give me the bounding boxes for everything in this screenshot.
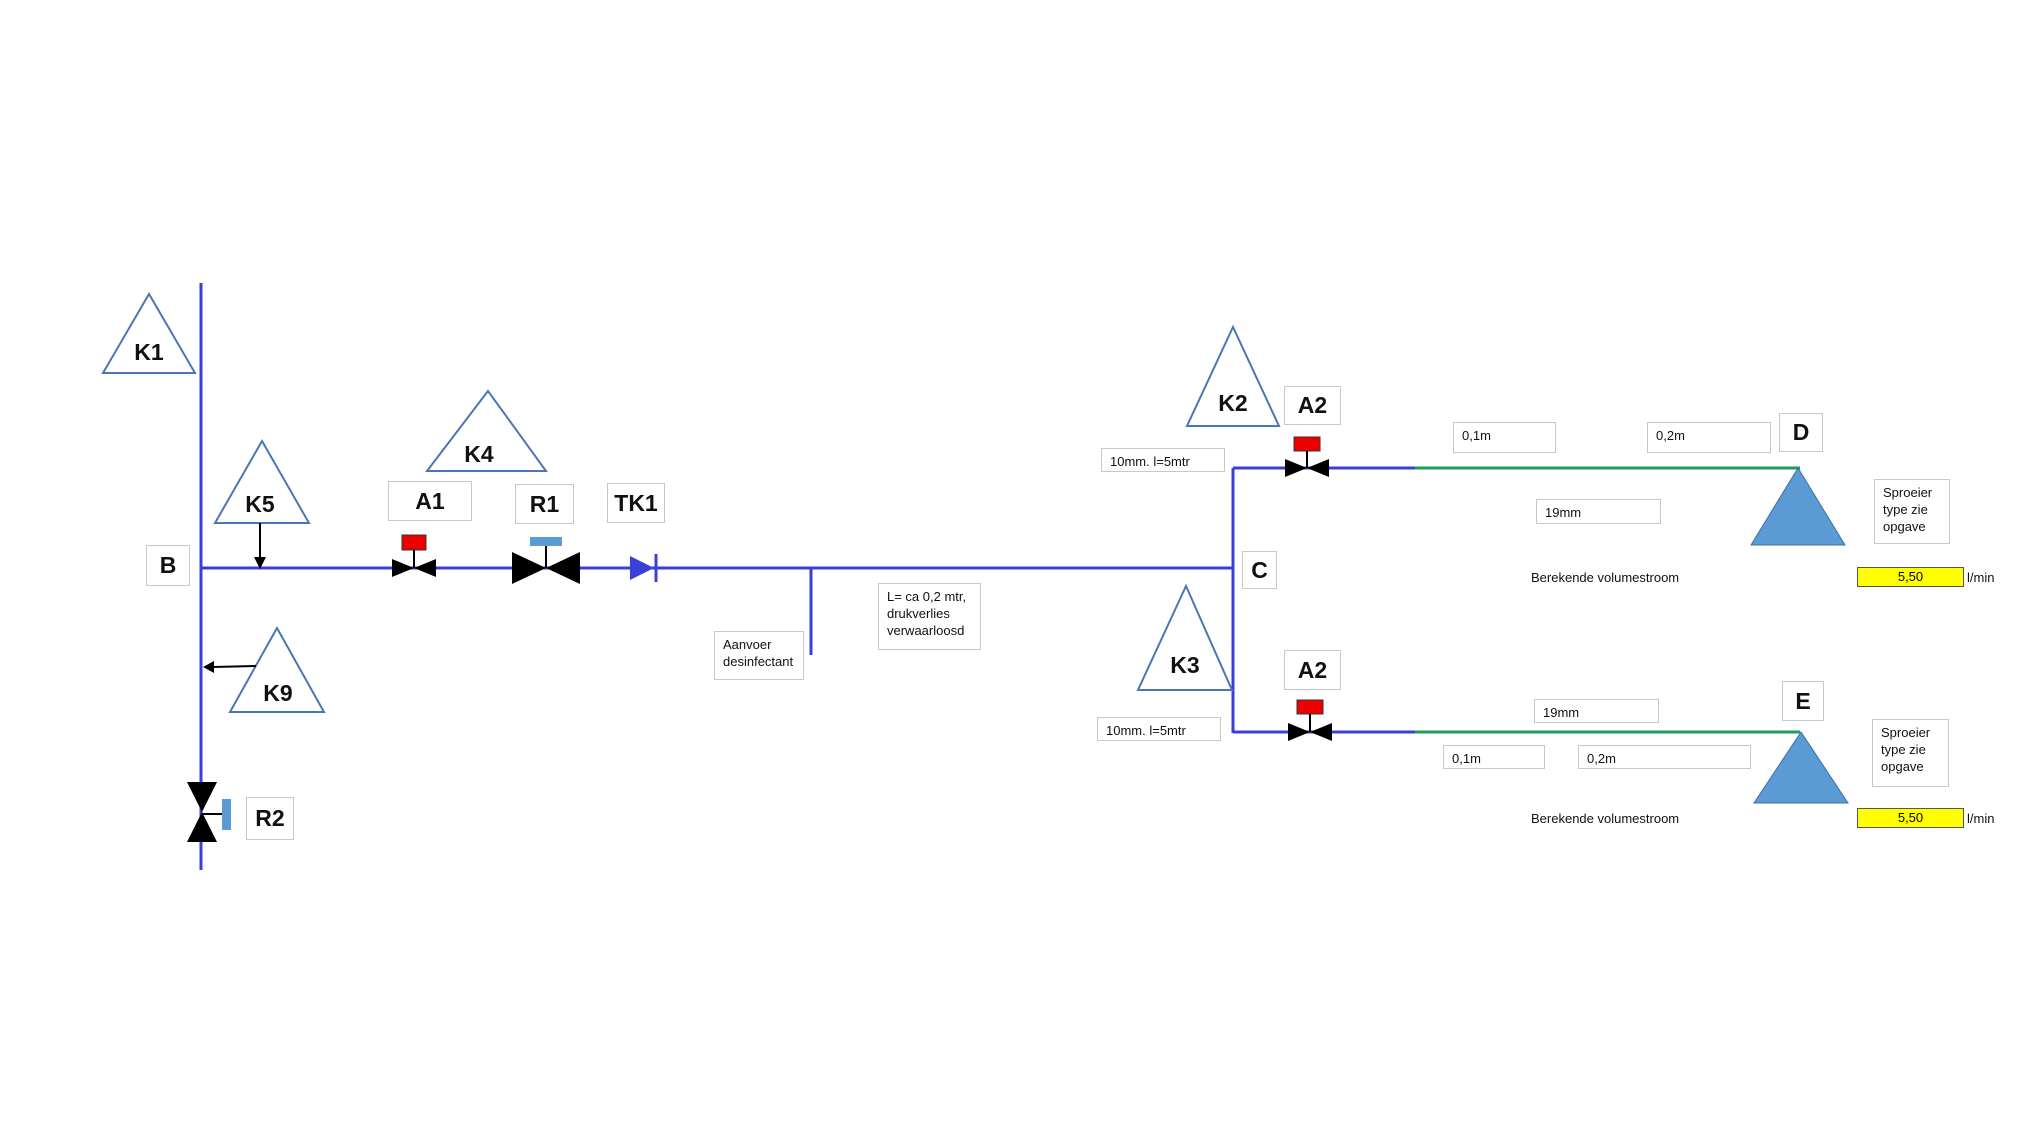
k3-label: K3 xyxy=(1170,652,1200,678)
k1-label: K1 xyxy=(134,339,164,365)
r1-valve-body xyxy=(512,552,546,584)
a2-top-label: A2 xyxy=(1284,386,1341,425)
flow-unit-top: l/min xyxy=(1967,570,1995,585)
triangle-k9 xyxy=(228,625,326,713)
a1-valve-body-right xyxy=(414,559,436,577)
triangle-k5 xyxy=(213,438,311,524)
disinfectant-supply-note: Aanvoer desinfectant xyxy=(714,631,804,680)
r2-valve-body xyxy=(187,782,217,812)
tk1-label: TK1 xyxy=(607,483,665,523)
k9-arrow-shaft xyxy=(212,665,257,668)
bottom-segment-2: 0,2m xyxy=(1578,745,1751,769)
pipe-length-note: L= ca 0,2 mtr, drukverlies verwaarloosd xyxy=(878,583,981,650)
bottom-segment-1: 0,1m xyxy=(1443,745,1545,769)
flow-value-top: 5,50 xyxy=(1857,567,1964,587)
sprayer-top-note: Sproeier type zie opgave xyxy=(1874,479,1950,544)
sprayer-bottom-note: Sproeier type zie opgave xyxy=(1872,719,1949,787)
node-c-label: C xyxy=(1242,551,1277,589)
top-pipe-spec: 10mm. l=5mtr xyxy=(1101,448,1225,472)
r2-label: R2 xyxy=(246,797,294,840)
node-d-label: D xyxy=(1779,413,1823,452)
tk1-check-valve xyxy=(630,556,654,580)
a2-top-valve-body-right xyxy=(1307,459,1329,477)
top-segment-1: 0,1m xyxy=(1453,422,1556,453)
r1-valve-handle xyxy=(530,537,562,546)
triangle-k4 xyxy=(424,389,548,472)
flow-label-top: Berekende volumestroom xyxy=(1531,570,1680,585)
r1-label: R1 xyxy=(515,484,574,524)
sprayer-top xyxy=(1750,467,1846,546)
flow-unit-bottom: l/min xyxy=(1967,811,1995,826)
r1-valve-body-right xyxy=(546,552,580,584)
bottom-pipe-spec: 10mm. l=5mtr xyxy=(1097,717,1221,741)
sprayer-bottom xyxy=(1753,731,1849,804)
k2-label: K2 xyxy=(1218,390,1248,416)
k9-label: K9 xyxy=(263,680,293,706)
a2-top-valve-handle xyxy=(1293,436,1321,452)
triangle-k3 xyxy=(1136,583,1234,691)
a1-valve-body xyxy=(392,559,414,577)
a1-valve-handle xyxy=(401,534,427,551)
k5-arrow-head xyxy=(254,557,266,569)
r2-valve-body-bottom xyxy=(187,812,217,842)
flow-label-bottom: Berekende volumestroom xyxy=(1531,811,1680,826)
r2-valve-handle xyxy=(222,799,231,830)
k4-label: K4 xyxy=(464,441,494,467)
flow-value-bottom: 5,50 xyxy=(1857,808,1964,828)
a2-bottom-valve-body xyxy=(1288,723,1310,741)
triangle-k2 xyxy=(1185,324,1281,427)
a2-top-valve-body xyxy=(1285,459,1307,477)
a2-bottom-label: A2 xyxy=(1284,650,1341,690)
bottom-diameter: 19mm xyxy=(1534,699,1659,723)
node-e-label: E xyxy=(1782,681,1824,721)
top-diameter: 19mm xyxy=(1536,499,1661,524)
node-b-label: B xyxy=(146,545,190,586)
k5-label: K5 xyxy=(245,491,275,517)
triangle-k1 xyxy=(101,292,197,374)
top-segment-2: 0,2m xyxy=(1647,422,1771,453)
a2-bottom-valve-body-right xyxy=(1310,723,1332,741)
k9-arrow-head xyxy=(203,661,214,673)
a1-label: A1 xyxy=(388,481,472,521)
a2-bottom-valve-handle xyxy=(1296,699,1324,715)
